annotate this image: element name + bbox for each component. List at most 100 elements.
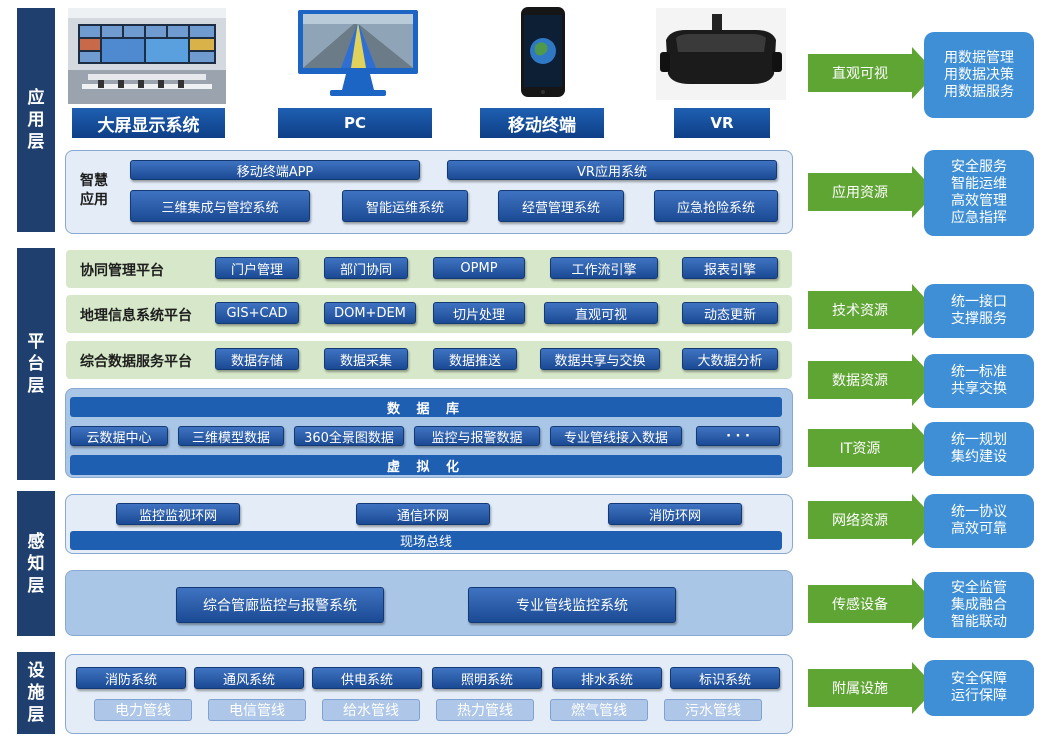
drainage-system-button[interactable]: 排水系统 — [552, 667, 662, 689]
cloud-datacenter-button[interactable]: 云数据中心 — [70, 426, 168, 446]
result-line: 集成融合 — [951, 596, 1007, 613]
business-management-button[interactable]: 经营管理系统 — [498, 190, 624, 222]
comm-ring-network-button[interactable]: 通信环网 — [356, 503, 490, 525]
result-line: 高效可靠 — [951, 521, 1007, 537]
result-box-ancillary-facility: 安全保障 运行保障 — [924, 660, 1034, 716]
gis-platform-title: 地理信息系统平台 — [80, 308, 192, 324]
result-box-data-resource: 统一标准 共享交换 — [924, 354, 1034, 408]
arrow-data-resource: 数据资源 — [808, 354, 936, 406]
monitor-ring-network-button[interactable]: 监控监视环网 — [116, 503, 240, 525]
layer-label-facility: 设施层 — [17, 652, 55, 734]
arrow-data-resource-label: 数据资源 — [808, 361, 912, 399]
result-line: 统一规划 — [951, 432, 1007, 448]
arrow-it-resource: IT资源 — [808, 422, 936, 474]
layer-label-sense: 感知层 — [17, 491, 55, 636]
pipeline-access-data-button[interactable]: 专业管线接入数据 — [550, 426, 682, 446]
database-bar: 数 据 库 — [70, 397, 782, 417]
result-box-tech-resource: 统一接口 支撑服务 — [924, 284, 1034, 338]
result-line: 用数据服务 — [944, 83, 1014, 100]
monitor-alarm-data-button[interactable]: 监控与报警数据 — [414, 426, 540, 446]
lighting-system-button[interactable]: 照明系统 — [432, 667, 542, 689]
mobile-app-button[interactable]: 移动终端APP — [130, 160, 420, 180]
result-line: 用数据决策 — [944, 66, 1014, 83]
data-exchange-button[interactable]: 数据共享与交换 — [540, 348, 660, 370]
gis-cad-button[interactable]: GIS+CAD — [215, 302, 299, 324]
tile-processing-button[interactable]: 切片处理 — [433, 302, 525, 324]
result-box-network-resource: 统一协议 高效可靠 — [924, 494, 1034, 548]
result-box-app-resource: 安全服务 智能运维 高效管理 应急指挥 — [924, 150, 1034, 236]
workflow-engine-button[interactable]: 工作流引擎 — [550, 257, 658, 279]
heat-pipeline-item: 热力管线 — [436, 699, 534, 721]
data-push-button[interactable]: 数据推送 — [433, 348, 517, 370]
signage-system-button[interactable]: 标识系统 — [670, 667, 780, 689]
layer-label-platform: 平台层 — [17, 248, 55, 480]
report-engine-button[interactable]: 报表引擎 — [682, 257, 778, 279]
gas-pipeline-item: 燃气管线 — [550, 699, 648, 721]
dom-dem-button[interactable]: DOM+DEM — [324, 302, 416, 324]
device-label-mobile: 移动终端 — [480, 108, 604, 138]
data-storage-button[interactable]: 数据存储 — [215, 348, 299, 370]
pc-monitor-image — [296, 8, 420, 100]
facility-panel — [65, 654, 793, 734]
result-line: 用数据管理 — [944, 49, 1014, 66]
3d-control-system-button[interactable]: 三维集成与管控系统 — [130, 190, 310, 222]
dept-collab-button[interactable]: 部门协同 — [324, 257, 408, 279]
result-line: 运行保障 — [951, 688, 1007, 704]
emergency-rescue-button[interactable]: 应急抢险系统 — [654, 190, 778, 222]
sewage-pipeline-item: 污水管线 — [664, 699, 762, 721]
big-data-analysis-button[interactable]: 大数据分析 — [682, 348, 778, 370]
gis-platform-panel — [66, 295, 792, 333]
monitor-system-panel — [65, 570, 793, 636]
power-system-button[interactable]: 供电系统 — [312, 667, 422, 689]
data-collection-button[interactable]: 数据采集 — [324, 348, 408, 370]
collab-platform-panel — [66, 250, 792, 288]
big-screen-photo — [68, 8, 226, 104]
fire-ring-network-button[interactable]: 消防环网 — [608, 503, 742, 525]
layer-label-app: 应用层 — [17, 8, 55, 232]
smart-maintenance-button[interactable]: 智能运维系统 — [342, 190, 468, 222]
result-line: 安全服务 — [951, 159, 1007, 175]
result-line: 支撑服务 — [951, 311, 1007, 327]
corridor-monitor-system-button[interactable]: 综合管廊监控与报警系统 — [176, 587, 384, 623]
result-line: 应急指挥 — [951, 210, 1007, 226]
telecom-pipeline-item: 电信管线 — [208, 699, 306, 721]
arrow-network-resource: 网络资源 — [808, 494, 936, 546]
data-service-platform-title: 综合数据服务平台 — [80, 354, 192, 370]
result-line: 智能联动 — [951, 613, 1007, 630]
result-line: 智能运维 — [951, 176, 1007, 192]
more-data-button[interactable]: · · · — [696, 426, 780, 446]
3d-model-data-button[interactable]: 三维模型数据 — [178, 426, 284, 446]
panorama-data-button[interactable]: 360全景图数据 — [294, 426, 404, 446]
mobile-phone-image — [520, 6, 566, 98]
pipeline-monitor-system-button[interactable]: 专业管线监控系统 — [468, 587, 676, 623]
arrow-network-resource-label: 网络资源 — [808, 501, 912, 539]
arrow-visual: 直观可视 — [808, 47, 936, 99]
result-line: 集约建设 — [951, 449, 1007, 465]
arrow-ancillary-facility-label: 附属设施 — [808, 669, 912, 707]
collab-platform-title: 协同管理平台 — [80, 263, 164, 279]
result-box-sensor-device: 安全监管 集成融合 智能联动 — [924, 572, 1034, 638]
power-pipeline-item: 电力管线 — [94, 699, 192, 721]
dynamic-update-button[interactable]: 动态更新 — [682, 302, 778, 324]
opmp-button[interactable]: OPMP — [433, 257, 525, 279]
ventilation-system-button[interactable]: 通风系统 — [194, 667, 304, 689]
device-label-pc: PC — [278, 108, 432, 138]
visual-display-button[interactable]: 直观可视 — [544, 302, 658, 324]
arrow-sensor-device: 传感设备 — [808, 578, 936, 630]
arrow-it-resource-label: IT资源 — [808, 429, 912, 467]
result-line: 统一标准 — [951, 364, 1007, 380]
field-bus-bar: 现场总线 — [70, 531, 782, 550]
data-service-platform-panel — [66, 341, 792, 379]
fire-system-button[interactable]: 消防系统 — [76, 667, 186, 689]
arrow-ancillary-facility: 附属设施 — [808, 662, 936, 714]
device-label-vr: VR — [674, 108, 770, 138]
vr-app-button[interactable]: VR应用系统 — [447, 160, 777, 180]
portal-management-button[interactable]: 门户管理 — [215, 257, 299, 279]
vr-headset-image — [656, 8, 786, 100]
arrow-tech-resource-label: 技术资源 — [808, 291, 912, 329]
result-line: 高效管理 — [951, 193, 1007, 209]
arrow-tech-resource: 技术资源 — [808, 284, 936, 336]
virtualization-bar: 虚 拟 化 — [70, 455, 782, 475]
result-box-visual: 用数据管理 用数据决策 用数据服务 — [924, 32, 1034, 118]
result-line: 共享交换 — [951, 381, 1007, 397]
